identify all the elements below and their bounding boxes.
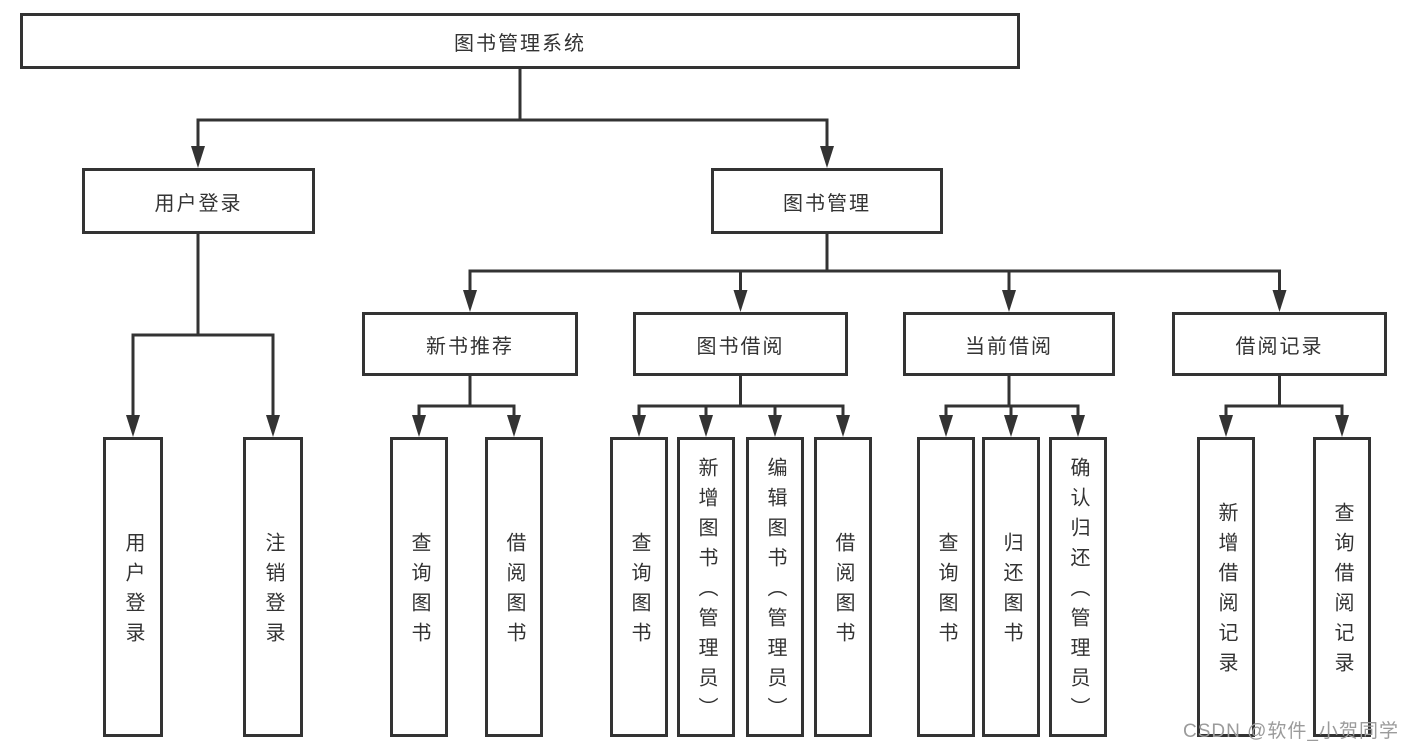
- leaf-logout: 注销登录: [243, 437, 303, 737]
- leaf-borrow-books-recommend-label: 借阅图书: [503, 532, 525, 652]
- node-library-system-label: 图书管理系统: [454, 32, 586, 55]
- node-user-login-label: 用户登录: [154, 192, 243, 215]
- csdn-watermark: CSDN @软件_小贺同学: [1183, 721, 1399, 742]
- leaf-borrow-books: 借阅图书: [814, 437, 872, 737]
- arrowheads: [126, 146, 1349, 437]
- node-current-borrowing: 当前借阅: [903, 312, 1115, 376]
- node-book-management: 图书管理: [711, 168, 943, 234]
- leaf-query-books-current-label: 查询图书: [935, 532, 957, 652]
- leaf-query-borrow-record-label: 查询借阅记录: [1331, 502, 1353, 682]
- node-new-book-recommend-label: 新书推荐: [426, 335, 514, 358]
- leaf-borrow-books-label: 借阅图书: [832, 532, 854, 652]
- leaf-query-books-borrow: 查询图书: [610, 437, 668, 737]
- leaf-user-login: 用户登录: [103, 437, 163, 737]
- leaf-add-borrow-record: 新增借阅记录: [1197, 437, 1255, 737]
- node-borrowing-records-label: 借阅记录: [1235, 335, 1324, 358]
- node-library-system: 图书管理系统: [20, 13, 1020, 69]
- leaf-user-login-label: 用户登录: [122, 532, 144, 652]
- leaf-borrow-books-recommend: 借阅图书: [485, 437, 543, 737]
- leaf-edit-books-admin-label: 编辑图书（管理员）: [764, 457, 786, 727]
- leaf-query-books-recommend-label: 查询图书: [408, 532, 430, 652]
- node-borrowing-records: 借阅记录: [1172, 312, 1387, 376]
- leaf-add-books-admin: 新增图书（管理员）: [677, 437, 735, 737]
- leaf-add-borrow-record-label: 新增借阅记录: [1215, 502, 1237, 682]
- leaf-logout-label: 注销登录: [262, 532, 284, 652]
- node-book-management-label: 图书管理: [783, 192, 871, 215]
- node-new-book-recommend: 新书推荐: [362, 312, 578, 376]
- node-current-borrowing-label: 当前借阅: [965, 335, 1053, 358]
- node-book-borrowing-label: 图书借阅: [696, 335, 785, 358]
- leaf-confirm-return-admin: 确认归还（管理员）: [1049, 437, 1107, 737]
- node-book-borrowing: 图书借阅: [633, 312, 848, 376]
- leaf-query-borrow-record: 查询借阅记录: [1313, 437, 1371, 737]
- leaf-edit-books-admin: 编辑图书（管理员）: [746, 437, 804, 737]
- leaf-query-books-current: 查询图书: [917, 437, 975, 737]
- leaf-confirm-return-admin-label: 确认归还（管理员）: [1067, 457, 1089, 727]
- leaf-query-books-recommend: 查询图书: [390, 437, 448, 737]
- node-user-login: 用户登录: [82, 168, 315, 234]
- leaf-return-books-label: 归还图书: [1000, 532, 1022, 652]
- leaf-add-books-admin-label: 新增图书（管理员）: [695, 457, 717, 727]
- leaf-return-books: 归还图书: [982, 437, 1040, 737]
- leaf-query-books-borrow-label: 查询图书: [628, 532, 650, 652]
